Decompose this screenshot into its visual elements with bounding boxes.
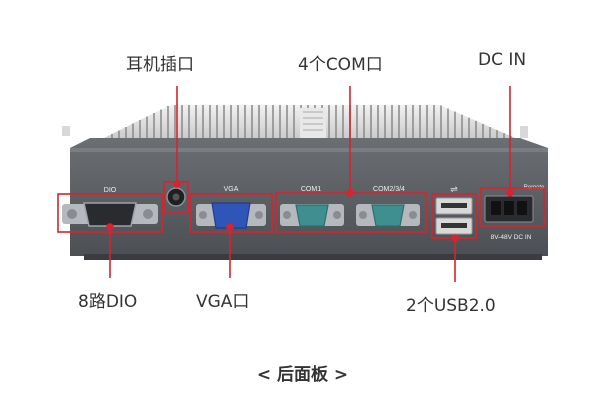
dc-terminal [484,195,534,223]
callout-dot-earphone [173,180,181,188]
print-com1: COM1 [301,186,321,193]
print-com234: COM2/3/4 [373,186,405,193]
highlight-dc [480,187,545,227]
label-dcin: DC IN [478,50,527,70]
callout-dot-com [346,189,354,197]
dio-port [62,202,158,227]
highlight-vga [189,193,273,233]
callout-dot-vga [226,223,234,231]
vga-port [196,202,266,229]
label-vga: VGA口 [196,292,250,312]
callout-dot-usb [451,234,459,242]
label-com: 4个COM口 [298,55,383,75]
com234-port [356,204,420,227]
callout-dot-dc [506,189,514,197]
label-usb: 2个USB2.0 [406,296,496,316]
callout-dot-dio [106,223,114,231]
usb-ports: ⇌ [435,184,473,235]
label-earphone: 耳机插口 [126,55,194,75]
com1-port [280,204,344,227]
label-dio: 8路DIO [78,292,138,312]
usb-icon: ⇌ [450,184,458,194]
print-dc-rating: 8V-48V DC IN [491,234,532,241]
print-dio: DIO [104,187,117,194]
print-vga: VGA [224,186,239,193]
earphone-jack [166,187,186,207]
caption: < 后面板 > [256,365,349,385]
heatsink [100,105,520,140]
